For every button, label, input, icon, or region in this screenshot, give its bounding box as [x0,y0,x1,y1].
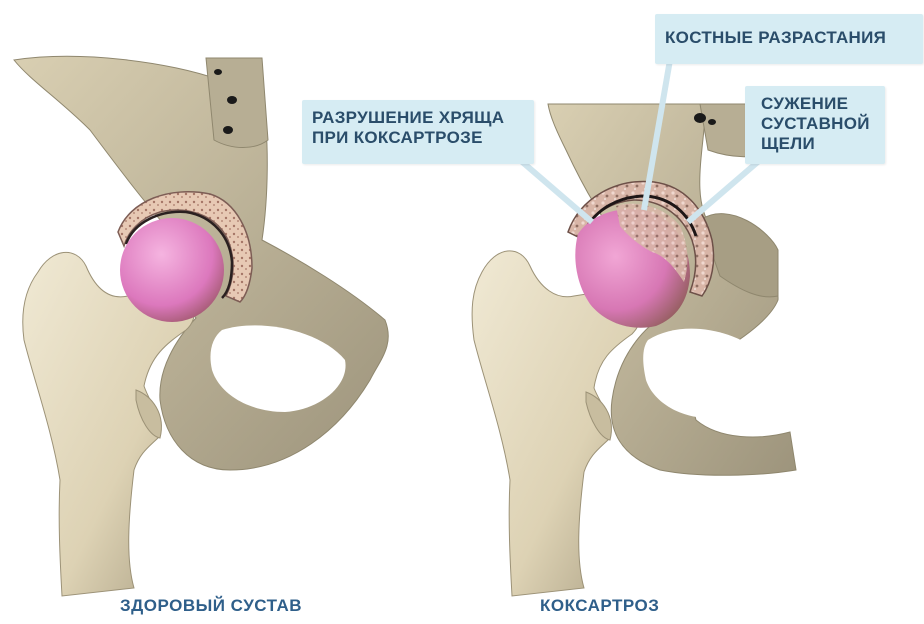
callout-bony-growth-text: КОСТНЫЕ РАЗРАСТАНИЯ [665,28,913,48]
callout-cartilage-line-1: РАЗРУШЕНИЕ ХРЯЩА [312,108,524,128]
callout-cartilage-line-2: ПРИ КОКСАРТРОЗЕ [312,128,524,148]
callout-gap-line-2: СУСТАВНОЙ [761,114,869,134]
callout-gap-line-1: СУЖЕНИЕ [761,94,869,114]
caption-healthy-joint: ЗДОРОВЫЙ СУСТАВ [120,596,302,616]
callout-joint-space-narrowing: СУЖЕНИЕ СУСТАВНОЙ ЩЕЛИ [745,86,885,164]
callout-bony-growth: КОСТНЫЕ РАЗРАСТАНИЯ [655,14,923,64]
callout-gap-line-3: ЩЕЛИ [761,134,869,154]
healthy-femoral-head [120,218,224,322]
callout-cartilage-destruction: РАЗРУШЕНИЕ ХРЯЩА ПРИ КОКСАРТРОЗЕ [302,100,534,164]
caption-coxarthrosis: КОКСАРТРОЗ [540,596,659,616]
